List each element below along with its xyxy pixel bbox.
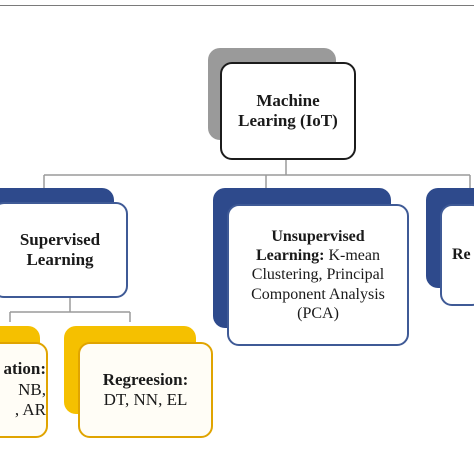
- classification-node-title-partial: ation:: [3, 359, 47, 379]
- regression-node: Regreesion: DT, NN, EL: [78, 342, 213, 438]
- supervised-node: Supervised Learning: [0, 202, 128, 298]
- unsupervised-node-line3: Clustering, Principal: [251, 266, 385, 284]
- unsupervised-node-line2-rest: K-mean: [324, 247, 380, 265]
- root-node-title-line1: Machine: [256, 90, 320, 110]
- classification-node-line2: NB,: [18, 379, 46, 399]
- regression-node-items: DT, NN, EL: [103, 390, 188, 409]
- top-border-line: [0, 0, 474, 6]
- unsupervised-node-line2-bold: Learning:: [256, 247, 325, 265]
- regression-node-title: Regreesion:: [102, 369, 189, 389]
- reinforcement-node: Re: [440, 204, 474, 306]
- root-node: Machine Learing (IoT): [220, 62, 356, 160]
- classification-node: ation: NB, , AR: [0, 342, 48, 438]
- unsupervised-node: Unsupervised Learning: K-mean Clustering…: [227, 204, 409, 346]
- unsupervised-node-line2: Learning: K-mean: [256, 246, 380, 265]
- classification-node-line3: , AR: [14, 400, 46, 420]
- supervised-node-title-line2: Learning: [26, 250, 94, 269]
- supervised-node-title-line1: Supervised: [19, 229, 101, 249]
- reinforcement-node-title-partial: Re: [452, 246, 471, 264]
- root-node-title-line2: Learing (IoT): [238, 111, 338, 130]
- unsupervised-node-line5: (PCA): [297, 304, 339, 322]
- unsupervised-node-line4: Component Analysis: [251, 285, 385, 303]
- unsupervised-node-title: Unsupervised: [271, 228, 365, 246]
